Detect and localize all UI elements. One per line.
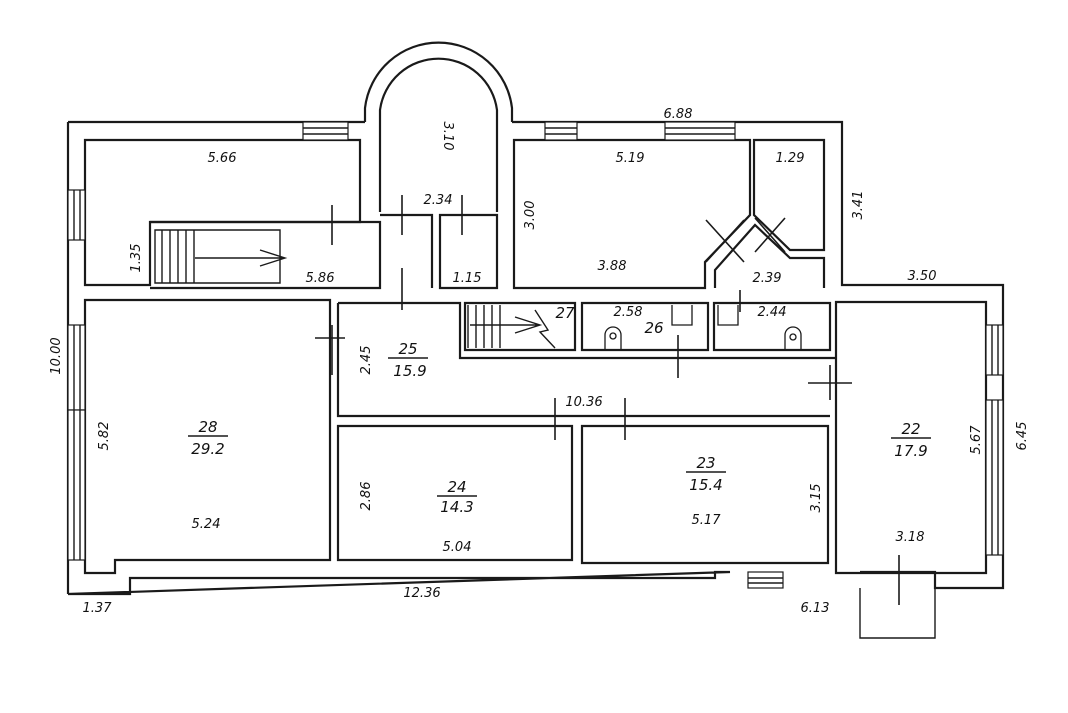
room-25-area: 15.9 [393, 362, 426, 380]
room-labels: 28 29.2 25 15.9 24 14.3 23 15.4 22 17.9 … [188, 304, 931, 516]
apse [363, 41, 514, 212]
dim-1-37: 1.37 [83, 601, 113, 616]
stairs-upper [154, 229, 288, 284]
stairs-lower [467, 305, 556, 349]
dim-3-18: 3.18 [896, 530, 925, 545]
room-23-number: 23 [696, 454, 715, 472]
dim-6-45: 6.45 [1015, 422, 1030, 451]
dim-5-04: 5.04 [443, 540, 472, 555]
dim-5-66: 5.66 [208, 151, 237, 166]
dim-5-82: 5.82 [97, 422, 112, 451]
dim-3-00: 3.00 [523, 201, 538, 230]
room-22-area: 17.9 [894, 442, 927, 460]
room-26-number: 26 [644, 319, 663, 337]
dim-2-45: 2.45 [359, 346, 374, 375]
dim-10-36: 10.36 [565, 395, 602, 410]
dim-5-67: 5.67 [969, 425, 984, 455]
dim-10-00: 10.00 [49, 337, 64, 374]
doors [315, 195, 900, 605]
room-28-number: 28 [198, 418, 217, 436]
fixtures [604, 305, 802, 350]
interior-walls [150, 138, 936, 639]
dim-3-41: 3.41 [851, 191, 866, 220]
dim-5-19: 5.19 [616, 151, 645, 166]
dim-5-24: 5.24 [192, 517, 221, 532]
dim-3-15: 3.15 [809, 484, 824, 513]
dim-12-36: 12.36 [403, 586, 440, 601]
room-28-area: 29.2 [191, 440, 224, 458]
dim-3-50: 3.50 [908, 269, 937, 284]
room-25-number: 25 [398, 340, 417, 358]
dim-2-44: 2.44 [758, 305, 787, 320]
dim-6-13: 6.13 [801, 601, 830, 616]
dim-5-86: 5.86 [306, 271, 335, 286]
dim-3-10: 3.10 [440, 122, 455, 151]
dim-1-15: 1.15 [453, 271, 482, 286]
dim-1-29: 1.29 [776, 151, 805, 166]
windows [67, 121, 1004, 589]
dim-6-88: 6.88 [664, 107, 693, 122]
dim-1-35: 1.35 [129, 244, 144, 273]
dim-2-34: 2.34 [424, 193, 453, 208]
dim-2-39: 2.39 [753, 271, 782, 286]
dim-3-88: 3.88 [598, 259, 627, 274]
dim-2-58: 2.58 [614, 305, 643, 320]
room-27-number: 27 [555, 304, 575, 322]
dim-2-86: 2.86 [359, 482, 374, 511]
room-22-number: 22 [901, 420, 920, 438]
room-24-area: 14.3 [440, 498, 473, 516]
room-24-number: 24 [447, 478, 466, 496]
room-23-area: 15.4 [689, 476, 722, 494]
dim-5-17: 5.17 [692, 513, 722, 528]
dimension-labels: 6.88 5.66 3.10 5.19 1.29 3.41 2.34 3.00 … [49, 107, 1030, 616]
